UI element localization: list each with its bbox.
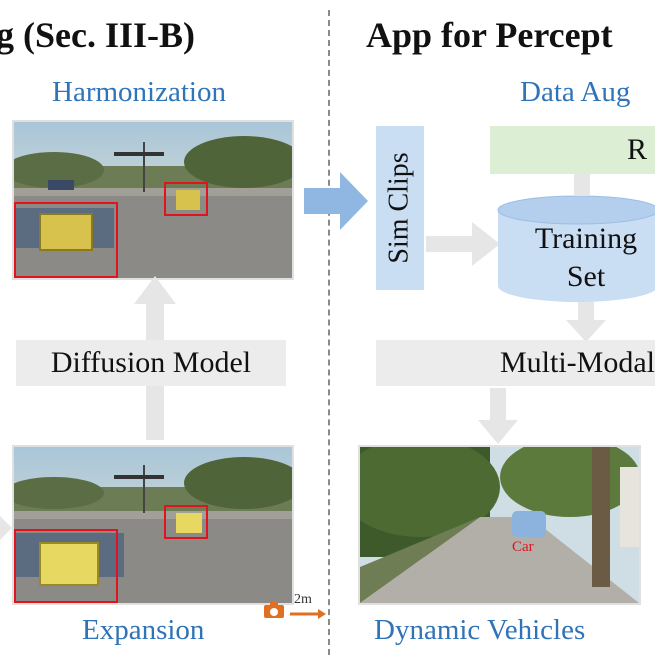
- training-set-line2: Set: [566, 260, 606, 293]
- expansion-region-box-small: [164, 505, 208, 539]
- training-set-label: Training Set: [496, 220, 655, 296]
- car-detection-label: Car: [512, 539, 534, 555]
- camera-icon: [264, 602, 284, 618]
- training-set-line1: Training: [534, 222, 638, 255]
- harmonization-caption: Harmonization: [52, 76, 226, 108]
- left-edge-arrow: [0, 516, 12, 540]
- harmonized-scene: [14, 122, 292, 278]
- multimodal-model-box: Multi-Modal: [376, 340, 655, 386]
- expansion-region-box-large: [14, 529, 118, 603]
- training-set-cylinder: [497, 195, 655, 302]
- distance-label: 2m: [294, 592, 312, 607]
- dynamic-vehicles-image: Car: [358, 445, 641, 605]
- dynamic-vehicles-scene: [360, 447, 639, 603]
- diffusion-model-label: Diffusion Model: [16, 340, 286, 386]
- expansion-scene: [14, 447, 292, 603]
- train-to-model-arrow: [566, 302, 606, 342]
- inpaint-region-box-large: [14, 202, 118, 278]
- section-divider: [328, 10, 330, 655]
- right-section-heading: App for Percept: [366, 15, 613, 55]
- sim-clips-label: Sim Clips: [384, 152, 416, 264]
- expansion-image: [12, 445, 294, 605]
- real-data-box: R: [490, 126, 655, 174]
- distance-arrow-icon: [290, 609, 326, 619]
- green-to-train-connector: [574, 174, 590, 196]
- inpaint-region-box-small: [164, 182, 208, 216]
- multimodal-model-label: Multi-Modal: [500, 346, 655, 379]
- real-data-label: R: [626, 133, 647, 166]
- dynamic-vehicles-caption: Dynamic Vehicles: [374, 614, 586, 646]
- flow-right-arrow: [304, 172, 368, 230]
- left-section-heading: g (Sec. III-B): [0, 15, 195, 55]
- sim-to-train-arrow: [426, 222, 500, 266]
- model-to-output-arrow: [478, 388, 518, 444]
- expansion-caption: Expansion: [82, 614, 205, 646]
- diffusion-model-text: Diffusion Model: [50, 346, 252, 379]
- up-arrow-head: [134, 276, 176, 304]
- data-aug-caption: Data Aug: [520, 76, 631, 108]
- sim-clips-box: Sim Clips: [376, 126, 424, 290]
- harmonized-image: [12, 120, 294, 280]
